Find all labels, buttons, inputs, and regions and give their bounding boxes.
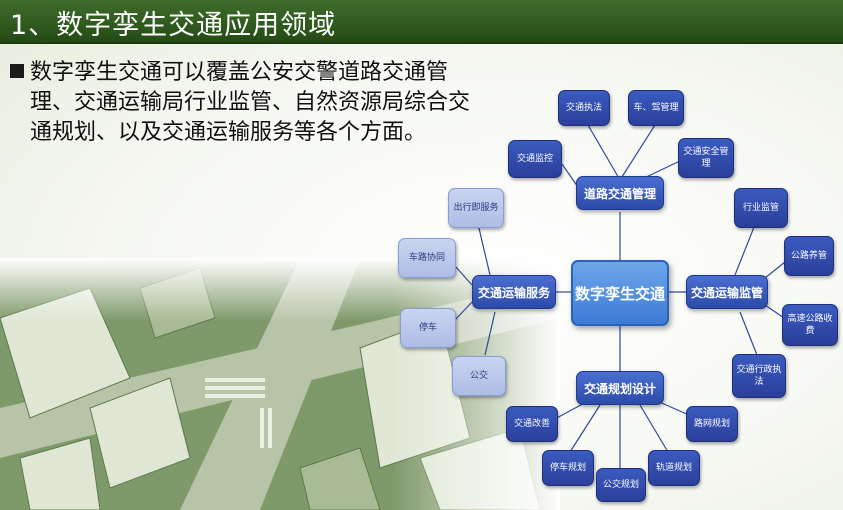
leaf-highway-maintenance: 公路养管 <box>784 236 834 276</box>
leaf-rail-planning: 轨道规划 <box>648 450 700 486</box>
leaf-parking: 停车 <box>400 308 456 348</box>
leaf-traffic-monitoring: 交通监控 <box>508 140 562 178</box>
leaf-expressway-toll: 高速公路收费 <box>782 304 838 346</box>
center-node: 数字孪生交通 <box>571 260 669 326</box>
page-title: 1、数字孪生交通应用领域 <box>10 10 337 41</box>
bullet-square <box>10 64 24 78</box>
hub-road-traffic-management: 道路交通管理 <box>576 176 664 210</box>
leaf-traffic-enforcement: 交通执法 <box>558 90 610 126</box>
leaf-road-network-planning: 路网规划 <box>686 406 738 442</box>
leaf-traffic-safety-management: 交通安全管理 <box>678 138 734 178</box>
title-bar: 1、数字孪生交通应用领域 <box>0 0 843 44</box>
leaf-vehicle-driver-management: 车、驾管理 <box>628 90 684 126</box>
body-paragraph: 数字孪生交通可以覆盖公安交警道路交通管理、交通运输局行业监管、自然资源局综合交通… <box>30 60 471 145</box>
leaf-industry-supervision: 行业监管 <box>734 188 788 228</box>
leaf-vehicle-road-cooperation: 车路协同 <box>398 238 456 278</box>
hub-traffic-planning: 交通规划设计 <box>576 371 664 405</box>
leaf-public-bus: 公交 <box>452 356 506 396</box>
leaf-mobility-as-a-service: 出行即服务 <box>448 188 504 228</box>
leaf-bus-planning: 公交规划 <box>596 468 646 502</box>
hub-transport-supervision: 交通运输监管 <box>686 275 768 309</box>
leaf-traffic-law-enforcement: 交通行政执法 <box>732 354 786 398</box>
hub-transport-service: 交通运输服务 <box>472 275 556 309</box>
leaf-parking-planning: 停车规划 <box>542 450 594 486</box>
leaf-traffic-improvement: 交通改善 <box>506 406 558 442</box>
